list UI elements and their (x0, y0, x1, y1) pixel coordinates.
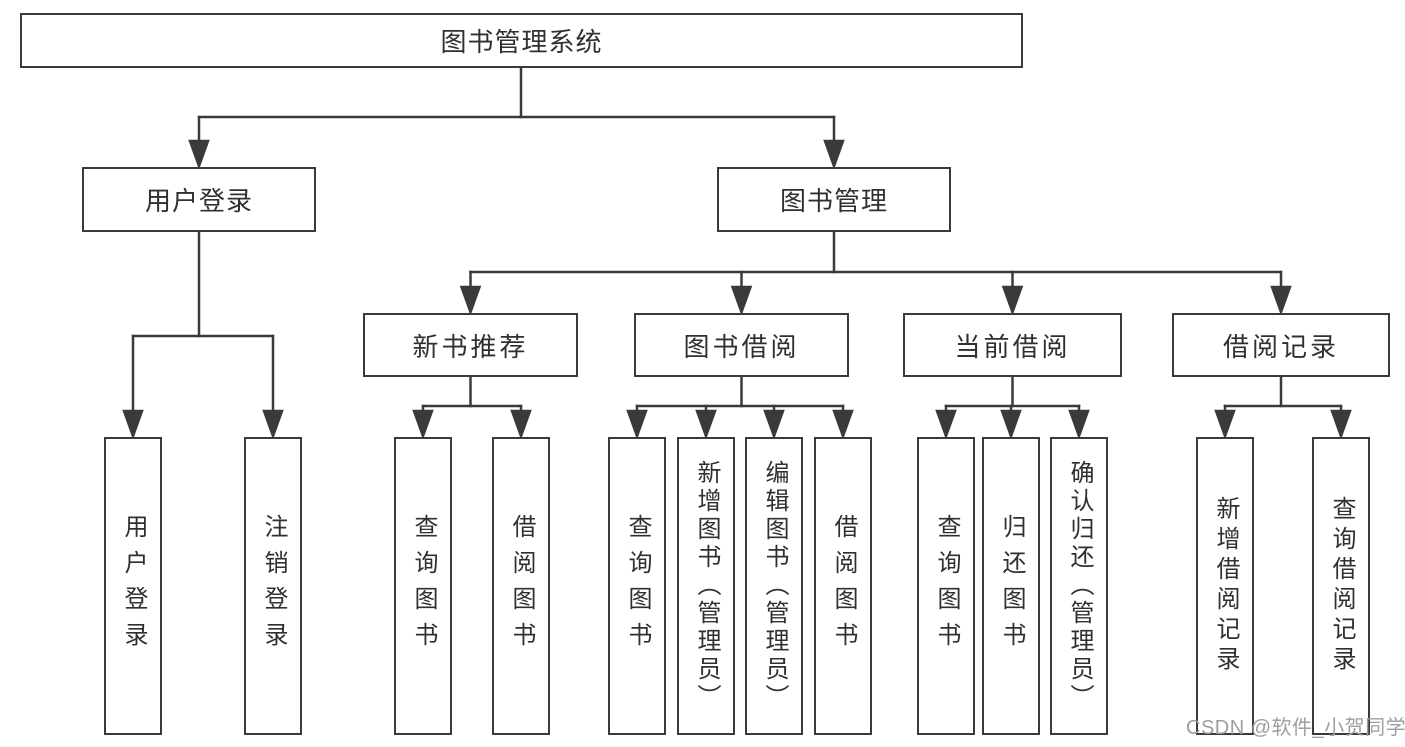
node-borrow-books-leaf-label: 借阅图书 (830, 514, 857, 658)
node-add-book-admin: 新增图书（管理员） (677, 437, 735, 735)
node-root: 图书管理系统 (20, 13, 1023, 68)
node-user-login-label: 用户登录 (144, 186, 253, 216)
node-add-borrow-record-label: 新增借阅记录 (1212, 496, 1239, 676)
node-add-book-admin-label: 新增图书（管理员） (693, 460, 720, 712)
connector-book-management-children (459, 230, 1292, 316)
node-user-login-leaf-label: 用户登录 (120, 514, 147, 658)
node-return-book-label: 归还图书 (998, 514, 1025, 658)
node-borrow-books-recommend-label: 借阅图书 (508, 514, 535, 658)
node-user-login-leaf: 用户登录 (104, 437, 162, 735)
node-query-books-borrow-label: 查询图书 (624, 514, 651, 658)
node-root-label: 图书管理系统 (440, 27, 603, 57)
node-confirm-return-admin: 确认归还（管理员） (1050, 437, 1108, 735)
connector-root-to-level2 (188, 66, 845, 170)
connector-user-login-children (122, 230, 284, 440)
node-borrow-records: 借阅记录 (1172, 313, 1390, 377)
node-new-book-recommend-label: 新书推荐 (412, 331, 529, 362)
node-logout-label: 注销登录 (260, 514, 287, 658)
node-borrow-records-label: 借阅记录 (1222, 331, 1339, 362)
connector-borrow-records-children (1214, 375, 1352, 440)
node-book-management: 图书管理 (717, 167, 951, 232)
node-query-books-recommend: 查询图书 (394, 437, 452, 735)
node-edit-book-admin-label: 编辑图书（管理员） (761, 460, 788, 712)
node-edit-book-admin: 编辑图书（管理员） (745, 437, 803, 735)
node-book-management-label: 图书管理 (779, 186, 888, 216)
node-query-books-current: 查询图书 (917, 437, 975, 735)
connector-book-borrow-children (626, 375, 854, 440)
node-borrow-books-leaf: 借阅图书 (814, 437, 872, 735)
connector-current-borrow-children (935, 375, 1090, 440)
csdn-watermark: CSDN @软件_小贺同学 (1186, 717, 1405, 739)
node-book-borrow: 图书借阅 (634, 313, 849, 377)
node-query-books-current-label: 查询图书 (933, 514, 960, 658)
node-borrow-books-recommend: 借阅图书 (492, 437, 550, 735)
connector-new-book-recommend-children (412, 375, 532, 440)
node-return-book: 归还图书 (982, 437, 1040, 735)
node-query-books-borrow: 查询图书 (608, 437, 666, 735)
node-user-login: 用户登录 (82, 167, 316, 232)
node-book-borrow-label: 图书借阅 (683, 331, 800, 362)
node-query-borrow-record-label: 查询借阅记录 (1328, 496, 1355, 676)
node-query-books-recommend-label: 查询图书 (410, 514, 437, 658)
node-confirm-return-admin-label: 确认归还（管理员） (1066, 460, 1093, 712)
node-new-book-recommend: 新书推荐 (363, 313, 578, 377)
node-query-borrow-record: 查询借阅记录 (1312, 437, 1370, 735)
node-add-borrow-record: 新增借阅记录 (1196, 437, 1254, 735)
node-logout: 注销登录 (244, 437, 302, 735)
node-current-borrow-label: 当前借阅 (954, 331, 1071, 362)
node-current-borrow: 当前借阅 (903, 313, 1122, 377)
